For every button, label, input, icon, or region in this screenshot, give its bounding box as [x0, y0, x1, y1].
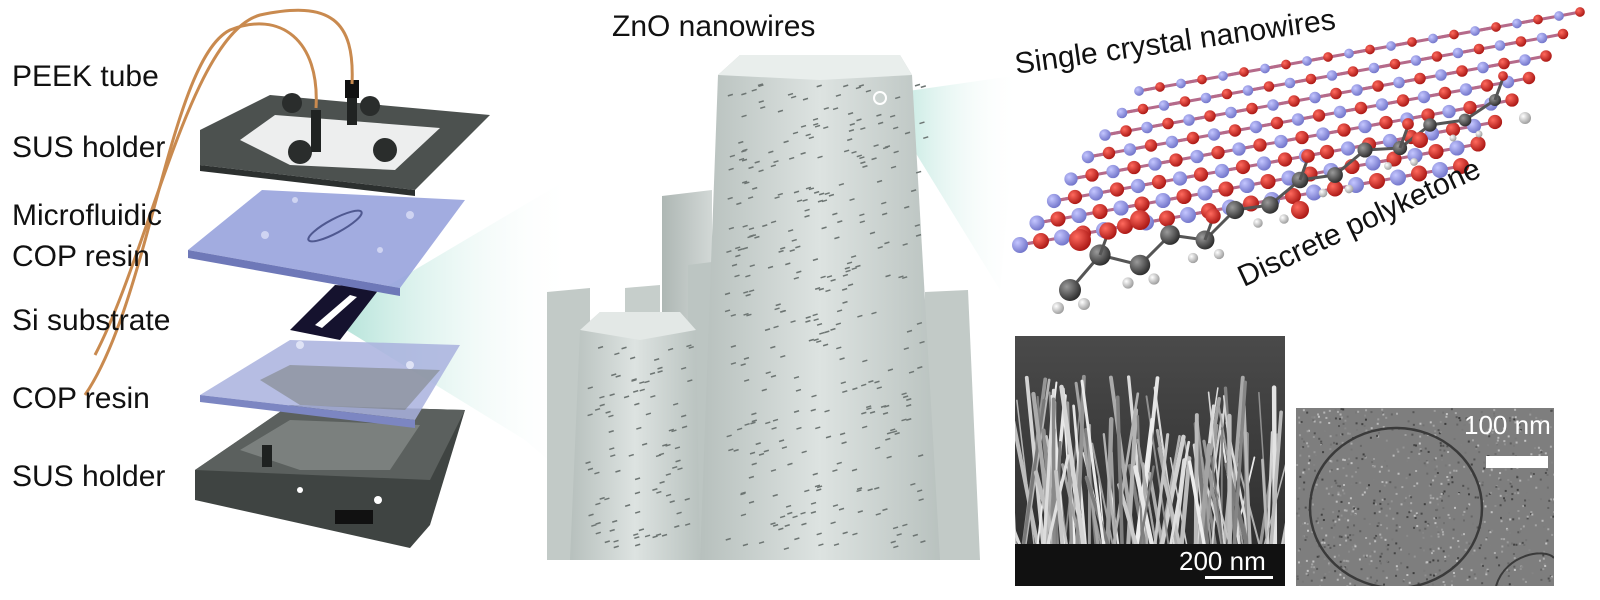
label-si-substrate: Si substrate: [12, 304, 171, 337]
sem-nanowire-array: [1015, 336, 1285, 586]
tem-polyketone-particle: [1296, 408, 1554, 586]
label-microfluidic: Microfluidic: [12, 199, 163, 232]
sus-holder-bottom-plate: [195, 405, 465, 548]
zoom-glow-left: [330, 175, 575, 470]
device-exploded-view: [83, 8, 490, 548]
label-cop-resin: COP resin: [12, 382, 150, 415]
microfluidic-cop-plate: [188, 190, 465, 296]
label-microfluidic-cop: COP resin: [12, 240, 150, 273]
molecular-structure: [1012, 7, 1585, 314]
label-sus-holder-bottom: SUS holder: [12, 460, 166, 493]
label-peek-tube: PEEK tube: [12, 60, 159, 93]
sem-scale-label: 200 nm: [1179, 546, 1266, 576]
tem-scale-label: 100 nm: [1464, 410, 1551, 440]
sem-image: 200 nm: [1015, 336, 1285, 586]
zno-nanowire-render: [547, 55, 980, 560]
sem-scale-bar: [1205, 576, 1273, 579]
tem-scale-bar: [1486, 456, 1548, 468]
title-zno-nanowires: ZnO nanowires: [612, 10, 816, 43]
si-substrate-chip: [290, 285, 380, 340]
peek-tubes: [83, 8, 354, 396]
nanowire-surface-texture: [585, 83, 929, 551]
sus-holder-top-plate: [200, 80, 490, 196]
label-sus-holder-top: SUS holder: [12, 131, 166, 164]
cop-resin-plate: [200, 340, 460, 428]
tem-image: 100 nm: [1296, 408, 1554, 586]
